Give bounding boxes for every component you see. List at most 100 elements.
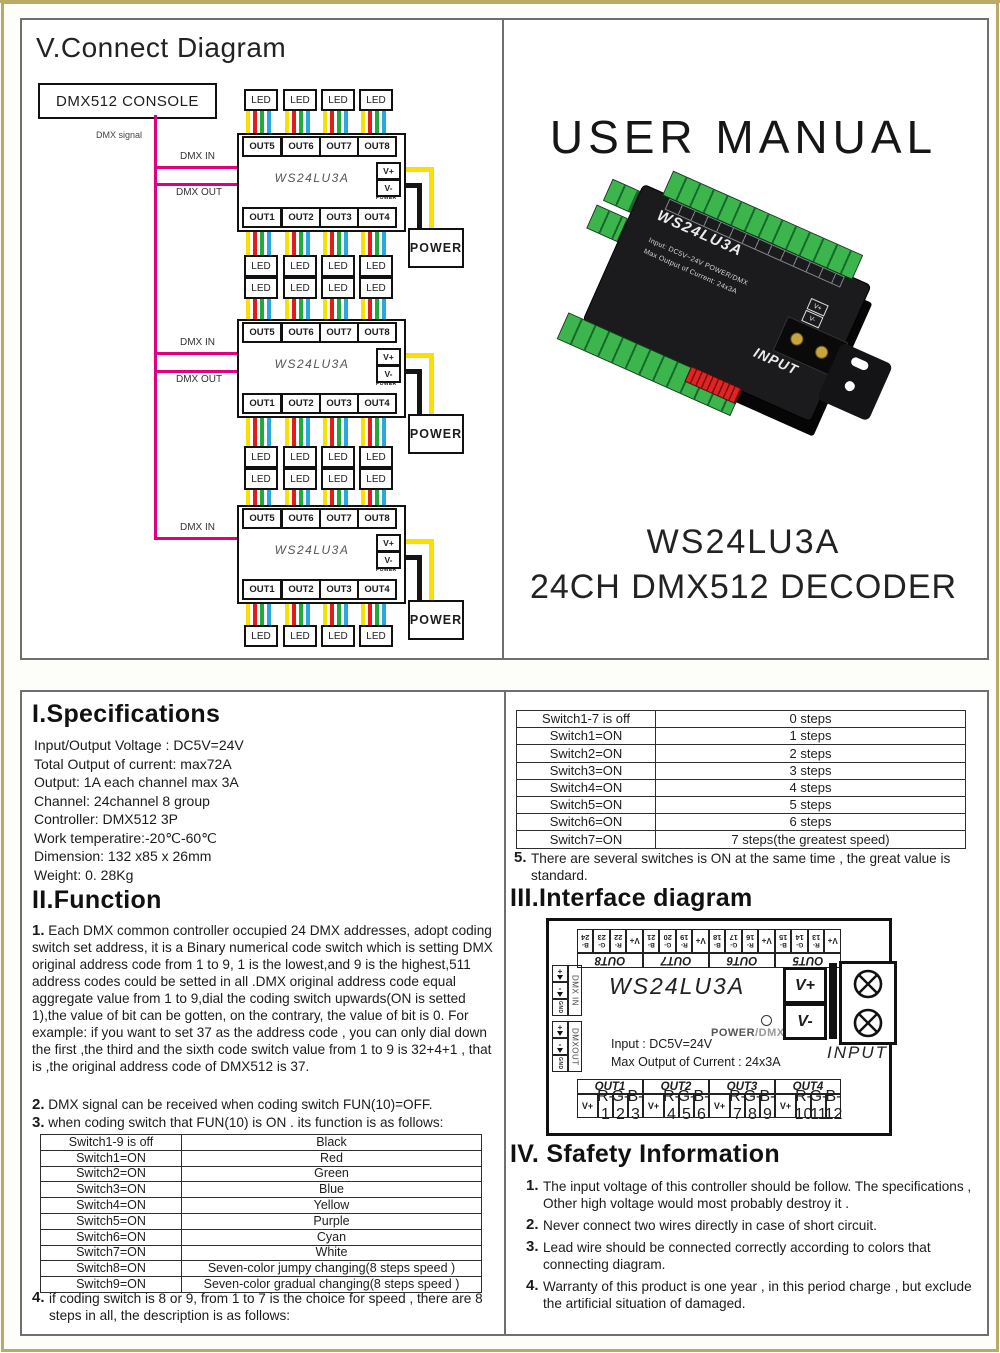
led-box: LED — [359, 277, 393, 299]
terminal-cell: R-13 — [808, 929, 825, 953]
minus-sign: - — [558, 1039, 562, 1049]
terminal-letter: R- — [663, 1088, 680, 1105]
terminal-cell: B-9 — [760, 1088, 776, 1123]
vminus-wire — [394, 369, 422, 374]
led-box: LED — [283, 446, 317, 468]
terminal-cell: R-19 — [676, 929, 693, 953]
led-box: LED — [359, 468, 393, 490]
led-box: LED — [283, 89, 317, 111]
dmx-in-wire-2 — [154, 352, 239, 355]
led-wire-bundle — [246, 600, 272, 627]
terminal-letter: G- — [611, 1088, 630, 1105]
switch-cell: Switch5=ON — [40, 1212, 182, 1230]
switch-cell: Switch1=ON — [40, 1149, 182, 1167]
out2-group-label: OUT2 — [643, 1079, 709, 1094]
dmx-minus-terminal-icon: - — [552, 1038, 568, 1055]
out5-port: OUT5 — [242, 508, 282, 529]
terminal-cell: R-7 — [729, 1088, 746, 1123]
decoder-unit-1: OUT5 OUT6 OUT7 OUT8 WS24LU3A V+ V- POWER… — [237, 133, 406, 232]
terminal-cell: V+ — [775, 1094, 796, 1118]
terminal-cell: B-21 — [643, 929, 660, 953]
out5-port: OUT5 — [242, 136, 282, 157]
safety-heading: IV. Sfafety Information — [510, 1140, 780, 1168]
interface-diagram: OUT5 OUT6 OUT7 OUT8 V+ R-13 G-14 B-15 V+… — [546, 918, 897, 1136]
terminal-number: 20 — [663, 933, 672, 943]
unit-model-label: WS24LU3A — [274, 543, 350, 557]
terminal-number: 10 — [794, 1106, 813, 1123]
section-divider — [0, 0, 1000, 3]
value-cell: Red — [181, 1149, 482, 1167]
terminal-letter: R- — [795, 1088, 812, 1105]
item-number: 2. — [526, 1216, 539, 1233]
spec-line: Controller: DMX512 3P — [34, 811, 178, 827]
item-number: 4. — [526, 1277, 539, 1294]
led-box: LED — [244, 446, 278, 468]
mounting-hole-icon — [843, 379, 857, 393]
spec-line: Input/Output Voltage : DC5V=24V — [34, 737, 244, 753]
value-cell: 3 steps — [655, 761, 966, 780]
product-photo: WS24LU3A Input: DC5V~24V POWER/DMX Max O… — [556, 170, 922, 478]
led-box: LED — [321, 468, 355, 490]
input-block-bar — [829, 963, 837, 1039]
cover-panel: USER MANUAL WS24LU3A Input: DC5V~24V POW… — [502, 18, 985, 656]
spec-line: Dimension: 132 x85 x 26mm — [34, 848, 212, 864]
vminus-wire — [417, 555, 422, 600]
item-number: 1. — [526, 1177, 539, 1194]
vminus-terminal: V- — [376, 179, 401, 197]
power-supply-box-3: POWER — [408, 600, 464, 640]
terminal-number: 13 — [812, 933, 821, 943]
dmx-out-label-2: DMX OUT — [176, 374, 223, 385]
out5-port: OUT5 — [242, 322, 282, 343]
value-cell: Blue — [181, 1181, 482, 1199]
pin-arrow-icon — [557, 974, 563, 980]
power-text: POWER — [711, 1027, 756, 1039]
terminal-number: 18 — [713, 933, 722, 943]
terminal-cell: G-2 — [612, 1088, 630, 1123]
dmx-in-pins: + - GND — [552, 965, 568, 1016]
value-cell: Black — [181, 1134, 482, 1151]
vminus-wire — [394, 555, 422, 560]
plus-sign: + — [557, 1022, 563, 1032]
function-item-4: 4. if coding switch is 8 or 9, from 1 to… — [32, 1289, 507, 1324]
terminal-letter: G- — [809, 1088, 828, 1105]
terminal-cell: B-3 — [628, 1088, 644, 1123]
dmx-gnd-terminal: GND — [552, 999, 568, 1016]
switch-cell: Switch4=ON — [40, 1197, 182, 1214]
dmx512-console-box: DMX512 CONSOLE — [38, 83, 217, 119]
terminal-letter: B- — [825, 1088, 842, 1105]
minus-sign: - — [558, 983, 562, 993]
out7-port: OUT7 — [319, 136, 359, 157]
out2-port: OUT2 — [281, 579, 321, 600]
out2-port: OUT2 — [281, 207, 321, 228]
out3-port: OUT3 — [319, 207, 359, 228]
switch-cell: Switch8=ON — [40, 1260, 182, 1278]
terminal-number: 1 — [601, 1106, 610, 1123]
led-box: LED — [359, 255, 393, 277]
pin-arrow-icon — [557, 991, 563, 997]
dmx-in-terminal-strip: + - GND DMX IN — [552, 965, 582, 1016]
interface-heading: III.Interface diagram — [510, 884, 753, 912]
terminal-letter: G- — [730, 941, 738, 949]
led-box: LED — [321, 89, 355, 111]
power-dmx-led-icon — [761, 1015, 772, 1026]
terminal-letter: G- — [677, 1088, 696, 1105]
connect-diagram-title: V.Connect Diagram — [36, 32, 287, 63]
dmx-gnd-terminal: GND — [552, 1055, 568, 1072]
terminal-number: 8 — [748, 1106, 757, 1123]
mounting-hole-icon — [849, 355, 870, 372]
item-text: There are several switches is ON at the … — [531, 851, 951, 883]
terminal-number: 16 — [746, 933, 755, 943]
terminal-letter: B- — [713, 941, 721, 949]
terminal-cell: R-22 — [610, 929, 627, 953]
terminal-number: 9 — [763, 1106, 772, 1123]
dmx-in-label-2: DMX IN — [180, 337, 215, 348]
out8-group-label: OUT8 — [577, 953, 643, 968]
switch-cell: Switch1-9 is off — [40, 1134, 182, 1151]
top-panel-divider — [502, 20, 504, 658]
